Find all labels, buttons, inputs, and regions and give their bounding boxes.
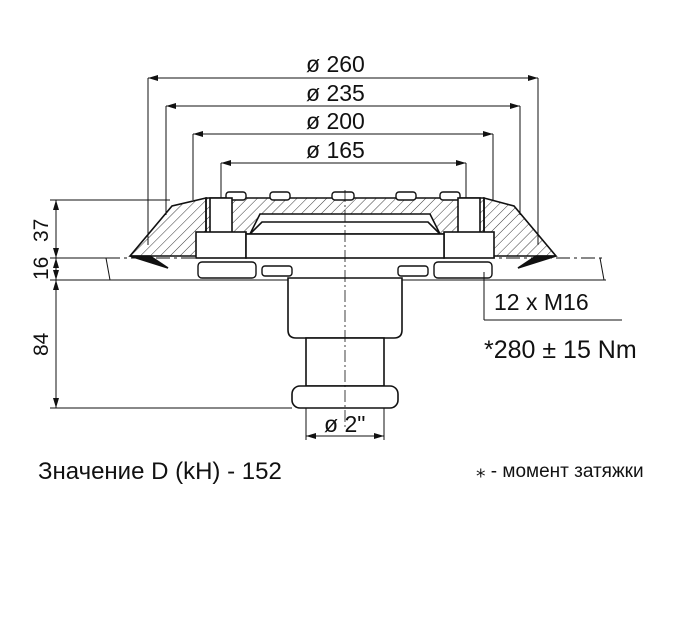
base-plate: [56, 257, 606, 281]
dim-37: 37: [30, 219, 53, 242]
dim-165: ø 165: [306, 137, 365, 163]
pipe-arrow-left: [306, 433, 316, 439]
pipe-body: [287, 277, 403, 409]
bolts: [195, 197, 495, 259]
pipe-dimension: [305, 408, 385, 440]
dim-260: ø 260: [306, 51, 365, 77]
dim-200: ø 200: [306, 108, 365, 134]
flange-cover: [128, 196, 558, 269]
height-dimensions: [50, 199, 292, 409]
dim-pipe: ø 2": [324, 411, 365, 437]
bolt-heads: [225, 191, 461, 201]
dim-16: 16: [30, 257, 53, 280]
torque-note: ⁎ - момент затяжки: [476, 461, 644, 482]
diameter-dimensions: [147, 77, 539, 245]
dimension-arrows: [148, 75, 538, 166]
height-arrows: [53, 200, 59, 408]
d-value-caption: Значение D (kH) - 152: [38, 458, 282, 485]
dim-84: 84: [30, 332, 53, 356]
bolt-spec: 12 x M16: [494, 289, 589, 315]
bolt-callout: [483, 272, 622, 321]
nuts: [197, 261, 493, 279]
torque-spec: *280 ± 15 Nm: [484, 336, 637, 364]
pipe-arrow-right: [374, 433, 384, 439]
dim-235: ø 235: [306, 80, 365, 106]
